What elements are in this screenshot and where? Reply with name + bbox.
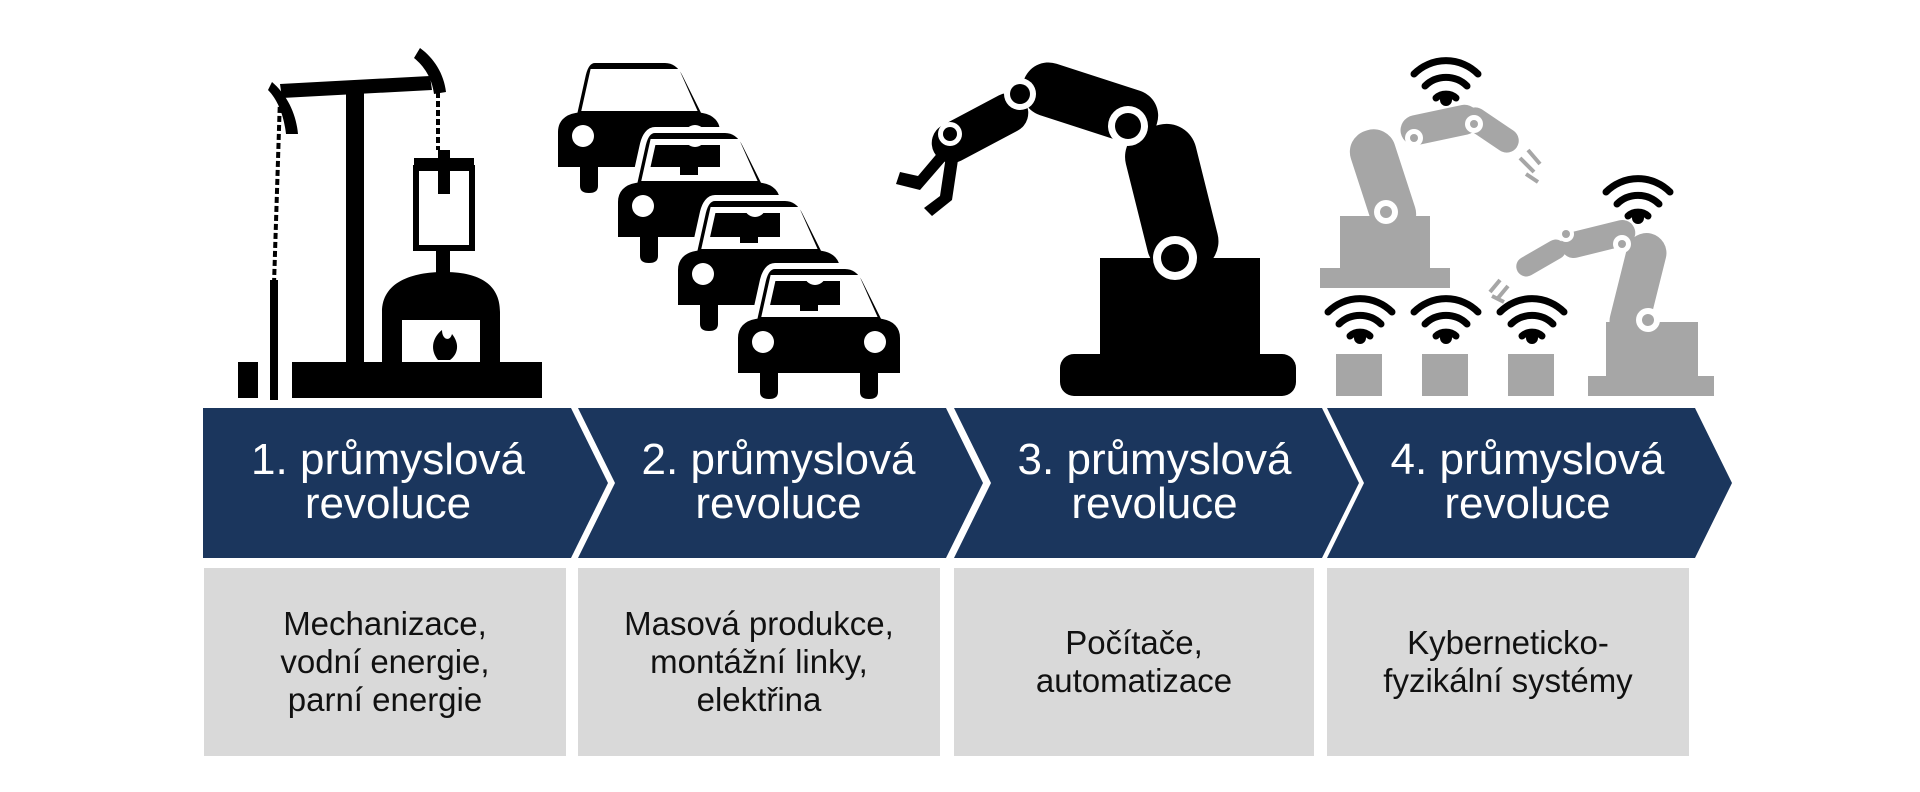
- stage-4-label: 4. průmyslová revoluce: [1390, 435, 1665, 528]
- stage-2-description-box: Masová produkce, montážní linky, elektři…: [578, 568, 940, 756]
- stage-4-description-box: Kyberneticko- fyzikální systémy: [1327, 568, 1689, 756]
- illustrations: [238, 48, 1714, 406]
- car-assembly-icon: [552, 57, 906, 406]
- chevron-arrow: [954, 408, 1359, 558]
- stage-3-label: 3. průmyslová revoluce: [1017, 435, 1292, 528]
- stage-2: 2. průmyslová revoluce: [578, 408, 998, 558]
- stage-2-description: Masová produkce, montážní linky, elektři…: [624, 605, 894, 718]
- chevron-arrow: [1327, 408, 1732, 558]
- connected-robots-icon: [1320, 57, 1714, 396]
- stage-2-label: 2. průmyslová revoluce: [641, 435, 916, 528]
- stage-3-description: Počítače, automatizace: [1035, 624, 1233, 699]
- stage-1-label: 1. průmyslová revoluce: [251, 435, 525, 528]
- stage-4-description: Kyberneticko- fyzikální systémy: [1383, 624, 1633, 699]
- stage-3: 3. průmyslová revoluce: [954, 408, 1374, 558]
- stage-4: 4. průmyslová revoluce: [1327, 408, 1747, 558]
- stage-1-description: Mechanizace, vodní energie, parní energi…: [280, 605, 490, 718]
- robot-arm-icon: [896, 62, 1296, 396]
- chevron-arrow: [203, 408, 608, 558]
- stage-1-description-box: Mechanizace, vodní energie, parní energi…: [204, 568, 566, 756]
- stage-3-description-box: Počítače, automatizace: [954, 568, 1314, 756]
- chevron-arrow: [578, 408, 983, 558]
- steam-pump-icon: [238, 48, 542, 400]
- stage-1: 1. průmyslová revoluce: [203, 408, 623, 558]
